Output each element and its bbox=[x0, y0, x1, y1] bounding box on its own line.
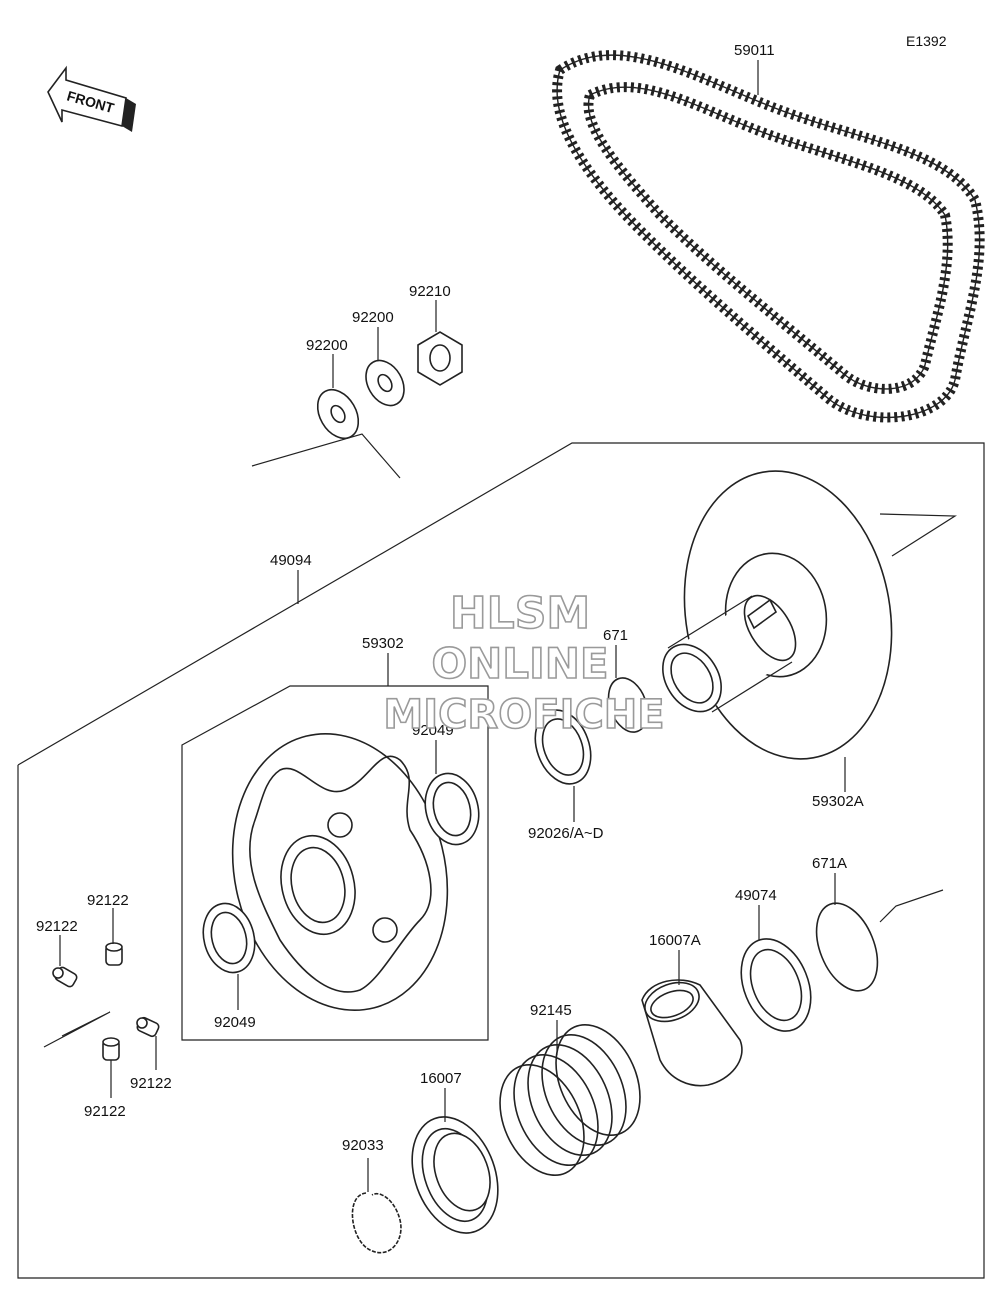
snap-ring[interactable] bbox=[351, 1192, 402, 1254]
label-cam-49074: 49074 bbox=[735, 887, 777, 904]
label-washer-b: 92200 bbox=[352, 309, 394, 326]
ring-671[interactable] bbox=[602, 673, 655, 738]
grease-fitting-2[interactable] bbox=[105, 942, 123, 966]
grease-fitting-1[interactable] bbox=[52, 966, 78, 988]
assembly-indicator bbox=[251, 433, 401, 479]
label-assembly: 49094 bbox=[270, 552, 312, 569]
drive-belt[interactable] bbox=[552, 50, 985, 423]
label-oil-seal-lower: 92049 bbox=[214, 1014, 256, 1031]
fixed-sheave[interactable] bbox=[651, 454, 914, 775]
ring-671a[interactable] bbox=[805, 894, 890, 1000]
grease-fitting-3[interactable] bbox=[136, 1016, 160, 1038]
shim-inner bbox=[541, 718, 585, 776]
moving-sheave[interactable] bbox=[204, 711, 476, 1033]
label-belt: 59011 bbox=[734, 42, 775, 59]
bushing-16007a[interactable] bbox=[640, 976, 743, 1087]
label-grease-1: 92122 bbox=[36, 918, 78, 935]
label-spring: 92145 bbox=[530, 1002, 572, 1019]
ring-671a-indicator bbox=[879, 889, 944, 923]
oil-seal-upper-inner bbox=[432, 781, 472, 837]
label-bushing-16007a: 16007A bbox=[649, 932, 701, 949]
cam-49074-inner bbox=[749, 948, 803, 1022]
label-grease-4: 92122 bbox=[84, 1103, 126, 1120]
fixed-sheave-indicator bbox=[879, 513, 957, 557]
watermark-line-3: MICROFICHE bbox=[383, 692, 664, 738]
label-washer-a: 92200 bbox=[306, 337, 348, 354]
assembly-bracket-49094 bbox=[17, 442, 985, 1279]
label-ring-671: 671 bbox=[603, 627, 628, 644]
label-grease-3: 92122 bbox=[130, 1075, 172, 1092]
oil-seal-lower-inner bbox=[210, 911, 248, 965]
subassembly-bracket-59302 bbox=[181, 685, 489, 1041]
hex-nut-hole bbox=[429, 344, 451, 372]
label-grease-2: 92122 bbox=[87, 892, 129, 909]
washer-a-hole bbox=[330, 404, 346, 424]
diagram-id: E1392 bbox=[906, 33, 947, 49]
label-oil-seal-upper: 92049 bbox=[412, 722, 454, 739]
label-snap-ring: 92033 bbox=[342, 1137, 384, 1154]
front-arrow-icon: FRONT bbox=[47, 65, 136, 132]
label-nut: 92210 bbox=[409, 283, 451, 300]
grease-fitting-4[interactable] bbox=[102, 1037, 120, 1061]
grease-fittings-indicator bbox=[43, 1011, 111, 1048]
watermark-line-2: ONLINE bbox=[431, 639, 608, 688]
label-sheave-sub: 59302 bbox=[362, 635, 404, 652]
watermark-line-1: HLSM bbox=[450, 588, 590, 639]
label-bushing-16007: 16007 bbox=[420, 1070, 462, 1087]
washer-b-hole bbox=[377, 373, 393, 393]
label-fixed-sheave: 59302A bbox=[812, 793, 864, 810]
bushing-16007[interactable] bbox=[397, 1105, 513, 1245]
spring[interactable] bbox=[484, 1012, 657, 1189]
label-shim: 92026/A~D bbox=[528, 825, 604, 842]
label-ring-671a: 671A bbox=[812, 855, 847, 872]
